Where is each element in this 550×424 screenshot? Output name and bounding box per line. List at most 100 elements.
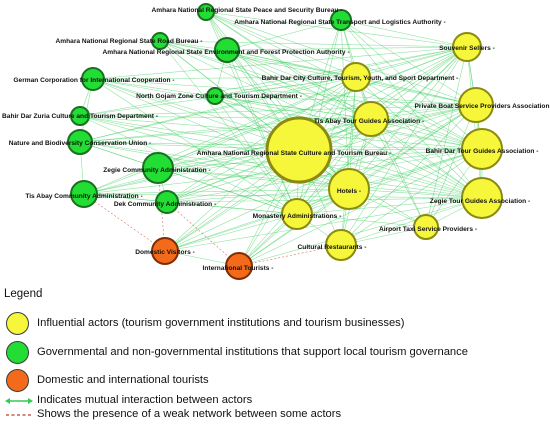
- network-diagram: Amhara National Regional State Peace and…: [2, 3, 550, 280]
- edge-souvenir-international: [238, 46, 468, 267]
- edge-boat-domestic: [164, 104, 477, 252]
- edge-souvenir-transport: [340, 19, 468, 48]
- edge-hotels-transport: [340, 19, 350, 190]
- network-nodes: [67, 3, 503, 280]
- edge-souvenir-nbcu: [79, 46, 468, 143]
- node-label-monastery: Monastery Administrations -: [253, 213, 342, 220]
- node-label-nbcu: Nature and Biodiversity Conservation Uni…: [9, 140, 152, 147]
- node-label-bahirdar_guides: Bahir Dar Tour Guides Association -: [426, 148, 539, 155]
- edge-hotels-zegie_admin: [157, 167, 350, 190]
- legend-label-tourists: Domestic and international tourists: [37, 374, 209, 386]
- edge-monastery-zegie_admin: [157, 167, 298, 215]
- edge-bahirdar_culture-road: [159, 40, 357, 78]
- legend-item-tourists: Domestic and international tourists: [0, 369, 550, 395]
- edge-boat-gojam: [214, 95, 477, 106]
- network-labels: Amhara National Regional State Peace and…: [2, 7, 549, 272]
- edge-bahirdar_guides-monastery: [296, 148, 483, 215]
- edge-souvenir-env: [226, 46, 468, 51]
- node-label-env: Amhara National Regional State Environme…: [102, 49, 349, 56]
- node-zegie_guides: [461, 177, 503, 219]
- edge-zegie_guides-restaurants: [340, 197, 483, 246]
- edge-souvenir-restaurants: [340, 46, 468, 246]
- edge-monastery-dek_admin: [166, 201, 298, 215]
- node-nbcu: [67, 129, 93, 155]
- edge-bahirdar_guides-road: [159, 40, 483, 150]
- node-restaurants: [325, 229, 357, 261]
- edge-hotels-tisabay_admin: [83, 188, 350, 195]
- node-label-transport: Amhara National Regional State Transport…: [234, 19, 446, 26]
- edge-souvenir-giz: [92, 46, 468, 80]
- node-transport: [330, 9, 352, 31]
- edge-bahirdar_guides-env: [226, 49, 483, 150]
- edge-bahirdar_culture-domestic: [164, 76, 357, 252]
- edge-souvenir-gojam: [214, 46, 468, 97]
- edge-tisabay_guides-peace: [205, 11, 372, 120]
- weak-edge-domestic-tisabay_admin: [83, 193, 166, 252]
- edge-boat-restaurants: [340, 104, 477, 246]
- legend-item-support: Governmental and non-governmental instit…: [0, 341, 550, 367]
- node-label-boat: Private Boat Service Providers Associati…: [415, 103, 550, 110]
- node-label-bureau: Amhara National Regional State Culture a…: [197, 150, 391, 157]
- edge-tisabay_guides-international: [238, 118, 372, 267]
- edge-souvenir-zegie_admin: [157, 46, 468, 169]
- edge-boat-transport: [340, 19, 477, 106]
- node-label-restaurants: Cultural Restaurants -: [298, 244, 367, 251]
- edge-bahirdar_guides-giz: [92, 78, 483, 150]
- node-international: [225, 252, 253, 280]
- edge-zegie_guides-international: [238, 197, 483, 267]
- edge-zegie_guides-domestic: [164, 197, 483, 252]
- edge-zegie_guides-bahirdar_culture: [355, 76, 483, 199]
- edge-hotels-souvenir: [348, 46, 468, 190]
- node-label-zegie_guides: Zegie Tour Guides Association -: [430, 198, 530, 205]
- node-label-gojam: North Gojam Zone Culture and Tourism Dep…: [136, 93, 302, 100]
- node-label-zuria: Bahir Dar Zuria Culture and Tourism Depa…: [2, 113, 158, 120]
- edge-tisabay_guides-zuria: [79, 115, 372, 120]
- edge-monastery-zuria: [79, 115, 298, 215]
- edge-bahirdar_guides-international: [238, 148, 483, 267]
- node-label-tisabay_guides: Tis Abay Tour Guides Association -: [314, 118, 424, 125]
- legend-title: Legend: [4, 288, 43, 300]
- legend-mutual-label: Indicates mutual interaction between act…: [37, 394, 253, 406]
- edge-bahirdar_culture-souvenir: [355, 46, 468, 78]
- weak-edge-international-dek_admin: [166, 201, 240, 267]
- node-souvenir: [452, 32, 482, 62]
- node-bahirdar_guides: [461, 128, 503, 170]
- edge-boat-road: [159, 40, 477, 106]
- edge-bureau-tisabay_admin: [83, 149, 300, 195]
- node-domestic: [151, 237, 179, 265]
- edge-monastery-road: [159, 40, 298, 215]
- node-label-zegie_admin: Zegie Community Administration -: [103, 167, 210, 174]
- edge-bahirdar_guides-gojam: [214, 95, 483, 150]
- edge-monastery-gojam: [214, 95, 298, 215]
- edge-tisabay_guides-gojam: [214, 95, 372, 120]
- node-label-peace: Amhara National Regional State Peace and…: [152, 7, 343, 14]
- edge-env-transport: [226, 19, 342, 51]
- support-institution-swatch: [6, 341, 29, 364]
- edge-zegie_guides-gojam: [214, 95, 483, 199]
- edge-tisabay_guides-road: [159, 40, 372, 120]
- tourist-swatch: [6, 369, 29, 392]
- node-label-road: Amhara National Regional State Road Bure…: [56, 38, 203, 45]
- edge-bahirdar_culture-nbcu: [79, 76, 357, 143]
- node-hotels: [328, 168, 370, 210]
- node-zuria: [70, 106, 90, 126]
- edge-bahirdar_culture-tisabay_admin: [83, 76, 357, 195]
- node-dek_admin: [155, 190, 179, 214]
- legend-item-influential: Influential actors (tourism government i…: [0, 312, 550, 338]
- node-tisabay_guides: [353, 101, 389, 137]
- node-tisabay_admin: [70, 180, 98, 208]
- node-airport_taxi: [413, 214, 439, 240]
- edge-zegie_guides-transport: [340, 19, 483, 199]
- node-label-giz: German Corporation for International Coo…: [13, 77, 174, 84]
- node-bahirdar_culture: [341, 62, 371, 92]
- edge-boat-monastery: [296, 104, 477, 215]
- edge-zegie_guides-monastery: [296, 197, 483, 215]
- legend-label-support: Governmental and non-governmental instit…: [37, 346, 468, 358]
- edge-tisabay_guides-zegie_admin: [157, 118, 372, 169]
- edge-monastery-env: [226, 49, 298, 215]
- node-label-domestic: Domestic Visitors -: [135, 249, 195, 256]
- influential-actor-swatch: [6, 312, 29, 335]
- edge-monastery-giz: [92, 78, 298, 215]
- edge-zegie_guides-zegie_admin: [157, 167, 483, 199]
- edge-hotels-zegie_guides: [348, 188, 483, 199]
